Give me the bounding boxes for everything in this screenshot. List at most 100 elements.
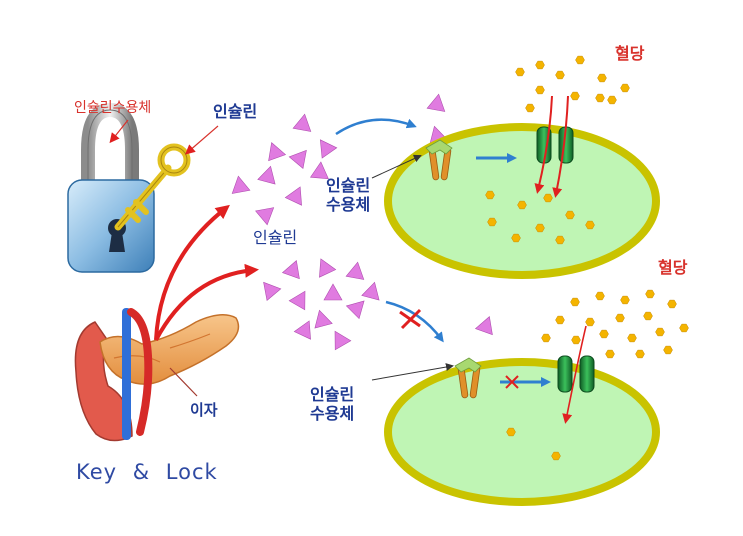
glucose-molecule-out-top-10 [607,95,617,105]
glucose-molecule-out-bottom-1 [595,291,605,301]
insulin-molecule-bottom-10 [361,281,380,301]
glucose-molecule-out-top-8 [595,93,605,103]
glucose-molecule-out-top-7 [570,91,580,101]
label-blood-sugar-bottom: 혈당 [658,258,688,277]
insulin-molecule-top-5 [284,186,302,206]
glucose-molecule-in-top-0 [485,190,495,200]
label-receptor-cell-top: 인슐린 수용체 [326,176,370,214]
glucose-molecule-out-bottom-6 [615,313,625,323]
glucose-molecule-out-bottom-8 [667,299,677,309]
glucose-inside-bottom [506,427,561,461]
insulin-molecule-bottom-9 [334,330,352,351]
glucose-molecule-out-bottom-7 [643,311,653,321]
glucose-molecule-in-top-8 [585,220,595,230]
insulin-molecule-top-2 [288,149,307,169]
label-blood-sugar-top: 혈당 [615,44,645,63]
label-insulin-cluster: 인슐린 [253,228,298,247]
blocked-x-mark-top [399,308,422,330]
vein-icon [122,308,131,440]
label-key-lock: Key & Lock [76,460,218,484]
glucose-molecule-out-top-6 [535,85,545,95]
glucose-molecule-out-bottom-12 [627,333,637,343]
glucose-inside-top [485,190,595,245]
glucose-molecule-in-top-6 [511,233,521,243]
receptor-pointer-top [371,154,422,179]
glucose-molecule-out-bottom-9 [541,333,551,343]
insulin-molecule-bottom-3 [263,281,282,301]
glucose-molecule-in-top-3 [565,210,575,220]
glucose-molecule-out-top-0 [515,67,525,77]
insulin-molecule-bottom-2 [345,261,365,280]
insulin-receptor-bottom [454,357,482,399]
glucose-molecule-out-top-1 [535,60,545,70]
glucose-molecule-out-bottom-5 [585,317,595,327]
glucose-molecule-in-top-7 [555,235,565,245]
insulin-molecule-bottom-4 [288,290,306,311]
glucose-molecule-out-top-3 [575,55,585,65]
glucose-inflow-arrow-1 [534,95,553,194]
glucose-molecule-out-top-4 [597,73,607,83]
glucose-molecule-out-bottom-14 [679,323,689,333]
label-receptor-cell-top-line1: 인슐린 [326,176,371,195]
insulin-cluster-top [231,113,338,226]
artery-icon [127,308,153,436]
insulin-receptor-top [425,139,453,181]
insulin-cluster-bottom [263,258,380,351]
glucose-outside-bottom [541,289,689,359]
glucose-molecule-in-bottom-0 [506,427,516,437]
insulin-molecule-bottom-0 [281,260,300,280]
insulin-molecule-bottom-8 [293,320,311,340]
insulin-molecule-top-6 [231,175,251,194]
insulin-molecule-bottom-1 [319,258,337,278]
glucose-molecule-out-bottom-2 [620,295,630,305]
glucose-molecule-in-top-5 [535,223,545,233]
glucose-molecule-out-bottom-13 [655,327,665,337]
glucose-molecule-in-bottom-1 [551,451,561,461]
glucose-molecule-out-bottom-0 [570,297,580,307]
glucose-molecule-out-bottom-3 [645,289,655,299]
insulin-molecule-top-7 [255,207,275,226]
glucose-molecule-in-top-4 [487,217,497,227]
key-pointer-line [184,125,219,155]
insulin-molecule-bottom-6 [345,300,365,320]
key-icon [114,143,191,231]
glucose-molecule-out-bottom-4 [555,315,565,325]
padlock-icon [67,102,155,273]
label-receptor-cell-top-line2: 수용체 [326,195,371,215]
insulin-molecule-free-0 [426,93,446,112]
glucose-molecule-out-bottom-11 [599,329,609,339]
release-arrow-up [154,204,230,341]
label-insulin-receptor-lock: 인슐린수용체 [74,100,152,116]
insulin-travel-arrow-top [335,118,417,136]
glucose-inflow-arrow-bottom [562,325,587,424]
label-receptor-cell-bottom-line1: 인슐린 [310,385,355,404]
insulin-molecule-top-1 [268,142,287,162]
insulin-molecule-free-2 [474,316,493,336]
insulin-molecule-bottom-5 [323,283,343,301]
receptor-pointer-bottom [371,363,454,381]
label-receptor-cell-bottom: 인슐린 수용체 [310,385,354,423]
insulin-molecule-bottom-7 [314,309,333,329]
label-pancreas: 이자 [190,401,218,419]
glucose-molecule-out-top-9 [525,103,535,113]
glucose-molecule-in-top-2 [543,193,553,203]
insulin-molecule-top-4 [319,139,338,159]
pancreas-icon [74,308,240,442]
glucose-molecule-out-bottom-10 [571,335,581,345]
insulin-molecule-top-3 [257,165,276,185]
label-insulin-key: 인슐린 [213,102,258,121]
blocked-x-mark-bottom [505,375,519,389]
glucose-molecule-out-top-2 [555,70,565,80]
release-arrow-down [154,263,259,341]
glucose-outside-top [515,55,630,113]
cell-bottom [384,358,660,506]
glucose-channel-bottom [557,355,595,393]
pancreas-pointer-line [169,367,198,397]
label-receptor-cell-bottom-line2: 수용체 [310,404,355,424]
glucose-molecule-out-bottom-15 [605,349,615,359]
glucose-molecule-out-bottom-16 [635,349,645,359]
glucose-inflow-arrow-2 [552,95,569,198]
insulin-travel-arrow-bottom [385,300,444,343]
glucose-molecule-out-bottom-17 [663,345,673,355]
